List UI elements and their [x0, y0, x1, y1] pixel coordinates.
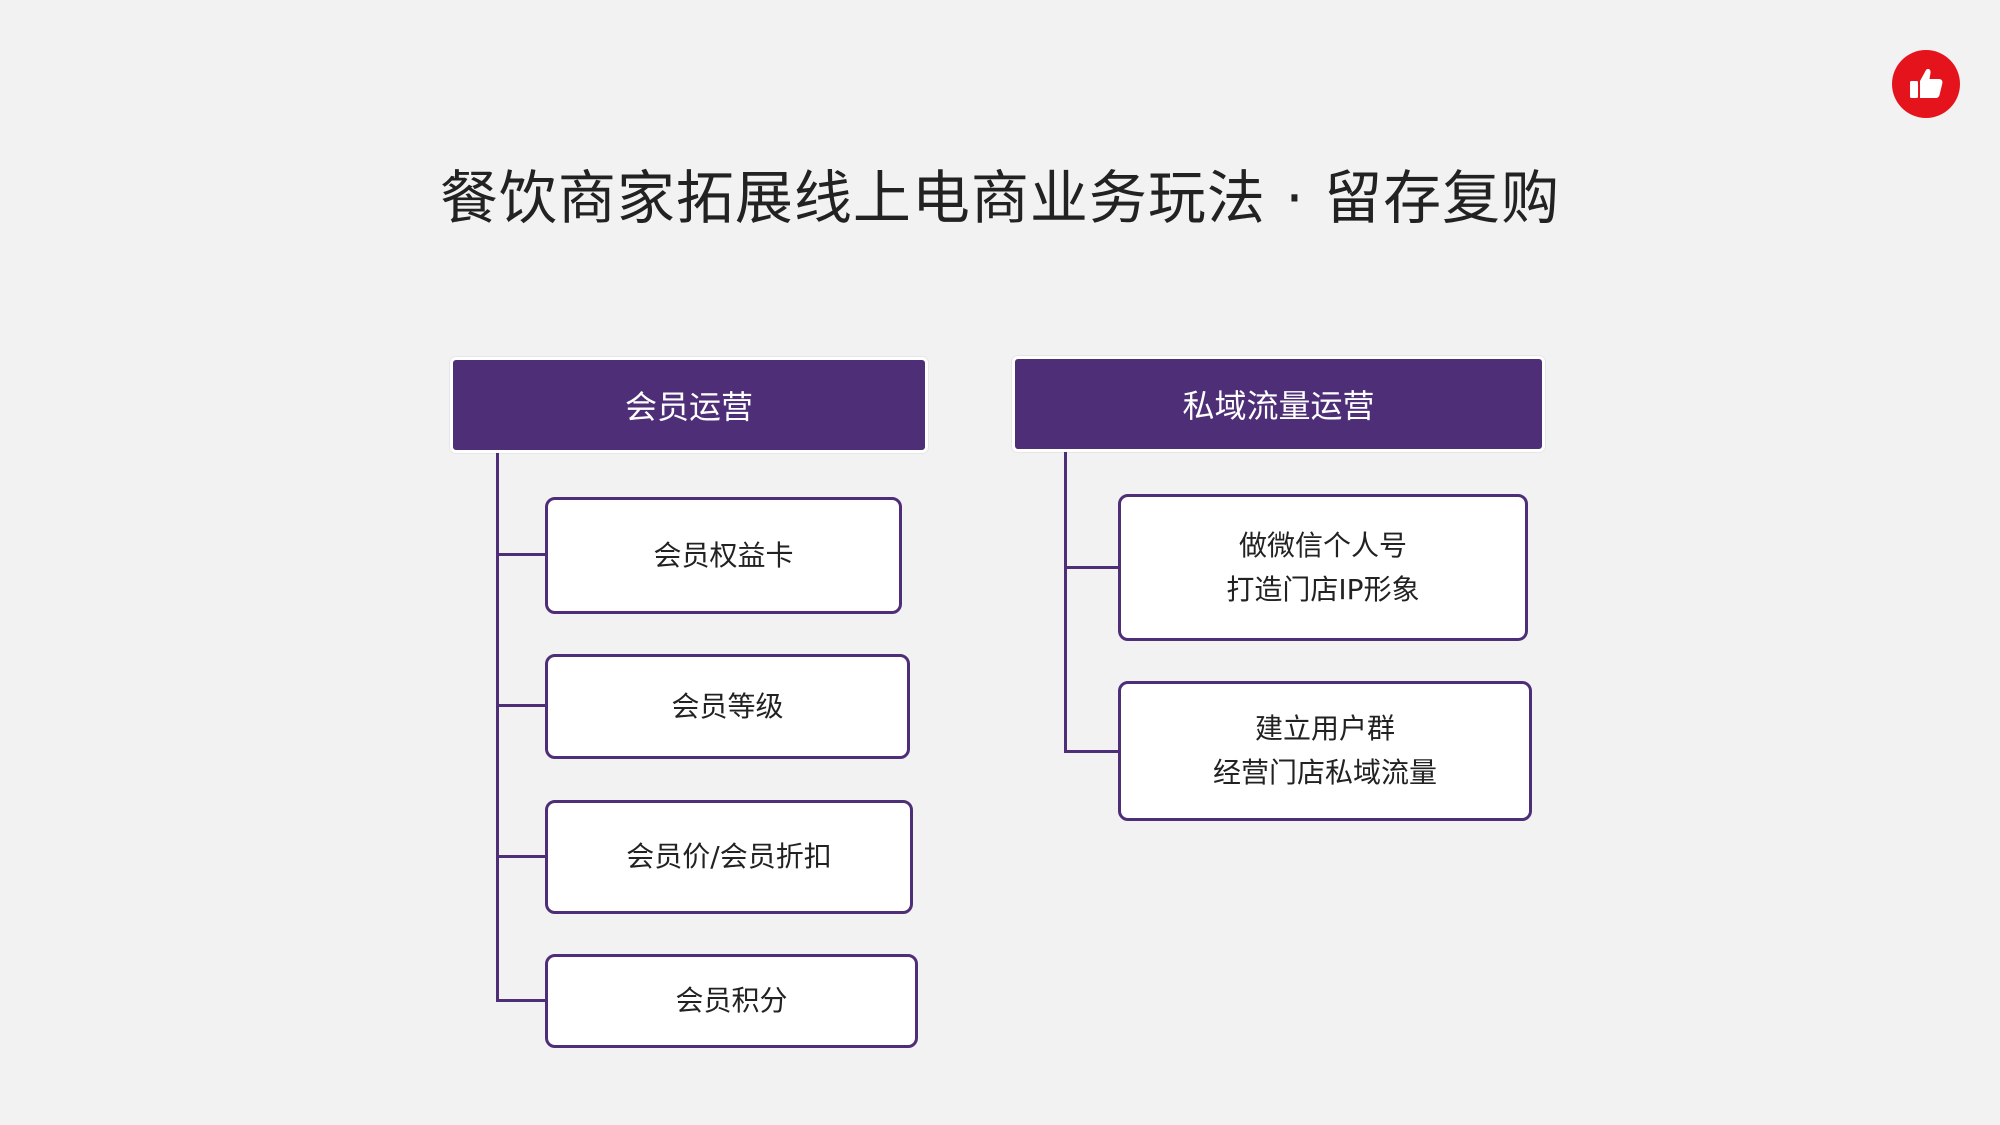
- connector-right-branch-1: [1064, 566, 1119, 569]
- item-member-points: 会员积分: [545, 954, 918, 1048]
- item-label-line-1: 建立用户群: [1254, 712, 1395, 745]
- connector-left-branch-2: [496, 704, 546, 707]
- page-title: 餐饮商家拓展线上电商业务玩法 · 留存复购: [439, 164, 1561, 232]
- item-label: 会员价/会员折扣: [626, 840, 832, 873]
- connector-left-branch-1: [496, 553, 546, 556]
- item-label-line-2: 打造门店IP形象: [1226, 572, 1420, 606]
- connector-left-branch-4: [496, 999, 546, 1002]
- item-label: 会员积分: [675, 984, 788, 1017]
- item-label-line-2: 经营门店私域流量: [1212, 756, 1437, 789]
- connector-left-trunk: [496, 453, 499, 1002]
- item-label-line-1: 做微信个人号: [1238, 528, 1407, 562]
- connector-right-branch-2: [1064, 750, 1119, 753]
- item-member-level: 会员等级: [545, 654, 910, 759]
- connector-right-trunk: [1064, 452, 1067, 753]
- item-label: 会员权益卡: [653, 538, 794, 572]
- item-member-price-discount: 会员价/会员折扣: [545, 800, 913, 914]
- logo: [1892, 50, 1960, 118]
- item-user-group: 建立用户群 经营门店私域流量: [1118, 681, 1532, 821]
- item-label: 会员等级: [671, 689, 784, 723]
- thumbs-up-icon: [1910, 69, 1943, 98]
- item-member-rights-card: 会员权益卡: [545, 497, 902, 614]
- header-private-traffic-operation: 私域流量运营: [1012, 356, 1545, 452]
- header-member-operation: 会员运营: [450, 357, 928, 453]
- connector-left-branch-3: [496, 855, 546, 858]
- item-wechat-personal-account: 做微信个人号 打造门店IP形象: [1118, 494, 1528, 641]
